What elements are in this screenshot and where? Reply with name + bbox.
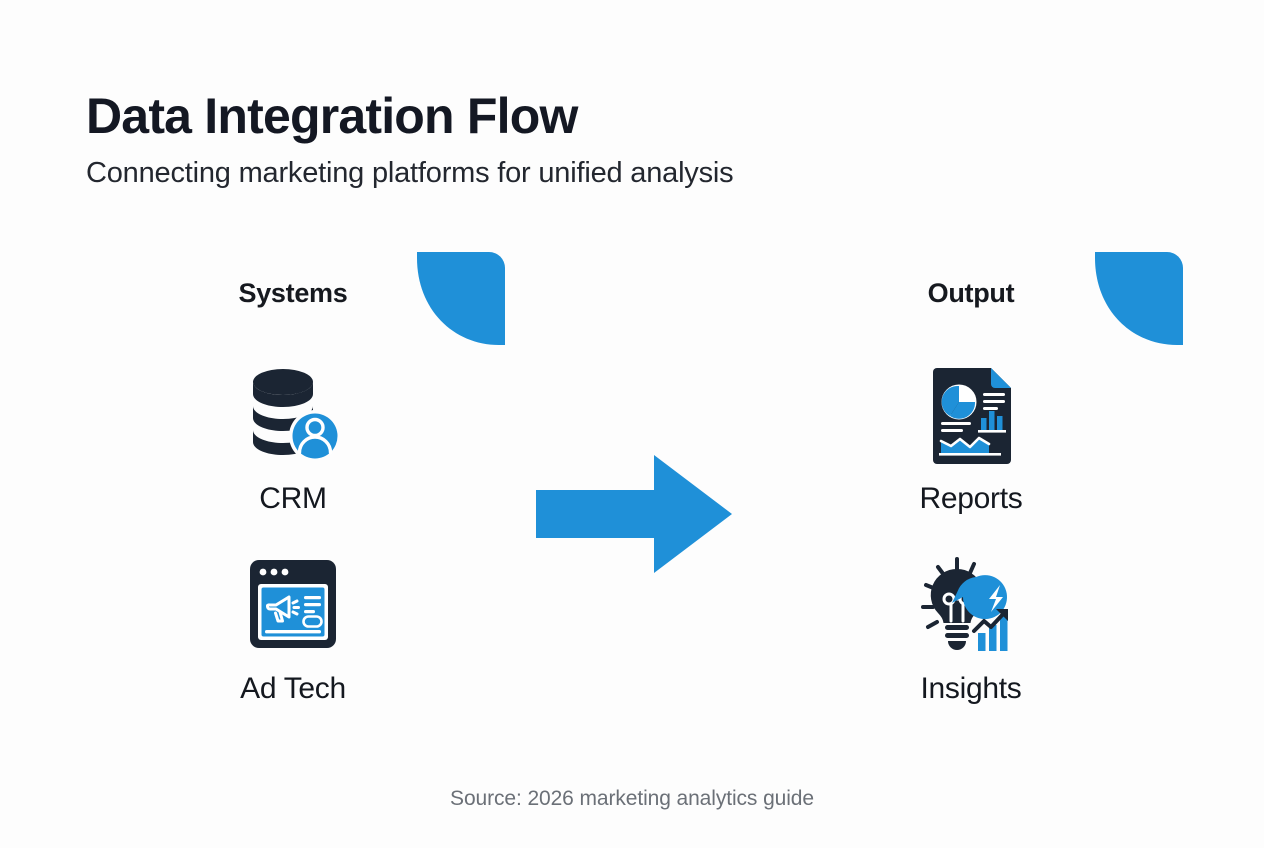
database-user-icon bbox=[253, 369, 341, 462]
column-output-header: Output bbox=[821, 252, 1183, 358]
right-arrow-icon bbox=[536, 455, 732, 573]
node-reports[interactable]: Reports bbox=[821, 358, 1121, 514]
source-note: Source: 2026 marketing analytics guide bbox=[450, 787, 814, 810]
node-ad-tech[interactable]: Ad Tech bbox=[143, 548, 443, 704]
lightbulb-growth-icon bbox=[921, 557, 1008, 651]
node-crm-icon-wrap bbox=[143, 358, 443, 470]
column-systems-title: Systems bbox=[238, 278, 348, 308]
node-crm[interactable]: CRM bbox=[143, 358, 443, 514]
node-insights-label: Insights bbox=[920, 672, 1022, 705]
column-output-title: Output bbox=[927, 278, 1015, 308]
column-systems-header: Systems bbox=[143, 252, 505, 358]
document-charts-icon bbox=[933, 368, 1011, 464]
node-insights-icon-wrap bbox=[821, 548, 1121, 660]
node-insights[interactable]: Insights bbox=[821, 548, 1121, 704]
blue-leaf-shape-icon bbox=[417, 252, 505, 345]
browser-megaphone-icon bbox=[250, 560, 336, 648]
header: Data Integration Flow Connecting marketi… bbox=[86, 88, 734, 191]
node-ad-tech-icon-wrap bbox=[143, 548, 443, 660]
column-systems: Systems bbox=[143, 252, 505, 704]
node-ad-tech-label: Ad Tech bbox=[240, 672, 346, 705]
page-title: Data Integration Flow bbox=[86, 88, 578, 144]
page-subtitle: Connecting marketing platforms for unifi… bbox=[86, 157, 734, 189]
column-output: Output bbox=[821, 252, 1183, 704]
node-crm-label: CRM bbox=[259, 482, 327, 515]
node-reports-icon-wrap bbox=[821, 358, 1121, 470]
node-reports-label: Reports bbox=[919, 482, 1023, 515]
blue-leaf-shape-icon bbox=[1095, 252, 1183, 345]
